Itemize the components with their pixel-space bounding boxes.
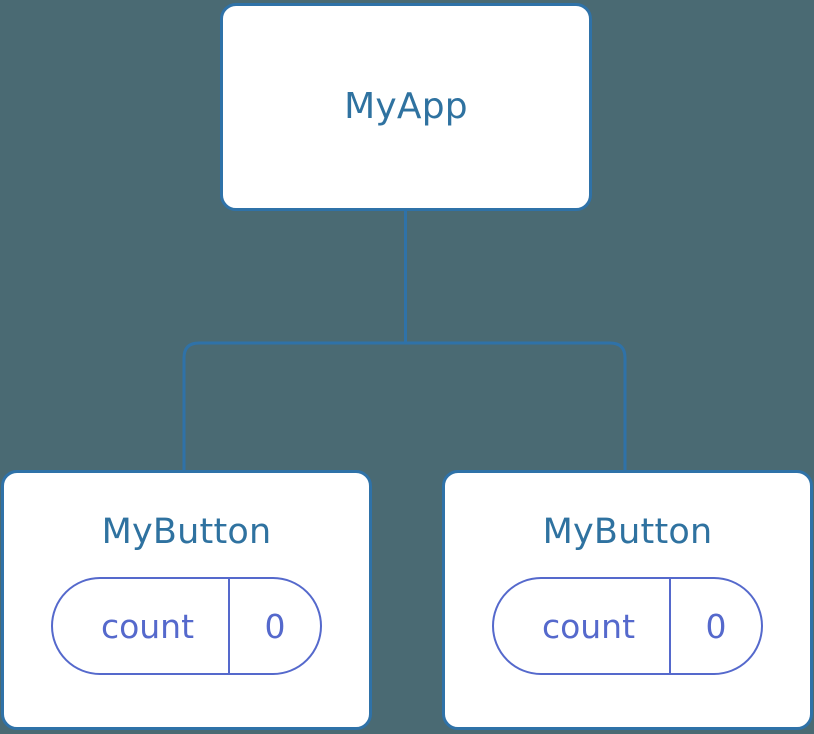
node-myapp[interactable]: MyApp: [220, 3, 592, 211]
state-pill-2[interactable]: count 0: [492, 577, 763, 675]
node-mybutton-2[interactable]: MyButton count 0: [442, 470, 813, 730]
node-mybutton-2-title: MyButton: [542, 512, 713, 552]
state-pill-1[interactable]: count 0: [51, 577, 322, 675]
edge-root-to-child-2: [404, 341, 627, 473]
state-pill-2-key: count: [541, 606, 636, 646]
node-myapp-title: MyApp: [344, 86, 468, 127]
state-pill-1-value: 0: [228, 579, 320, 673]
state-pill-1-key: count: [100, 606, 195, 646]
edge-root-to-child-1: [182, 341, 407, 473]
node-mybutton-1[interactable]: MyButton count 0: [1, 470, 372, 730]
node-mybutton-1-title: MyButton: [101, 512, 272, 552]
state-pill-2-value: 0: [669, 579, 761, 673]
